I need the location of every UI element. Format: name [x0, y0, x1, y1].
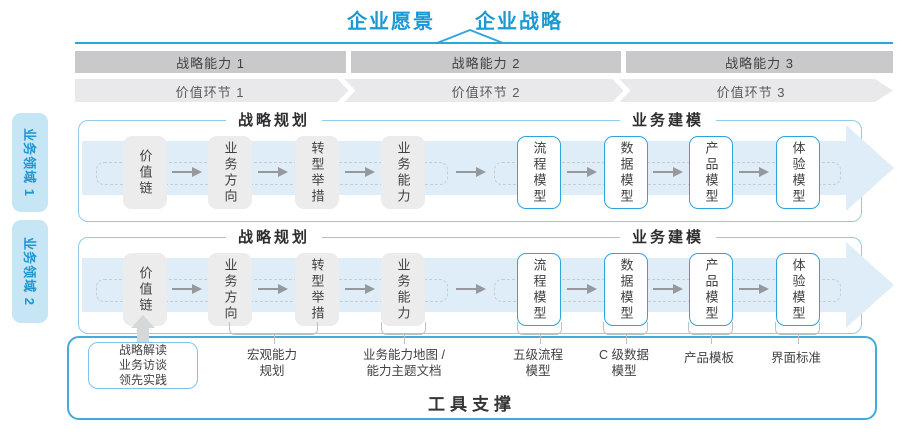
flow-arrow-icon [345, 167, 375, 177]
node-product-model: 产品模型 [689, 253, 733, 326]
node-transformation-initiatives: 转型举措 [295, 136, 339, 209]
flow-arrow-icon [567, 284, 597, 294]
brace-caret-icon [436, 29, 504, 44]
node-label: 价值链 [137, 265, 153, 314]
flow-arrow-icon [456, 284, 486, 294]
vision-brace-line [75, 29, 893, 44]
node-label: 价值链 [137, 148, 153, 197]
node-label: 业务方向 [222, 140, 238, 205]
node-business-direction: 业务方向 [208, 136, 252, 209]
flow-arrow-icon [345, 284, 375, 294]
flow-arrow-icon [653, 167, 683, 177]
capability-segment-2: 战略能力 2 [351, 51, 621, 73]
node-label: 流程模型 [531, 257, 547, 322]
label-ui-standard: 界面标准 [770, 351, 821, 365]
label-macro-capability-planning: 宏观能力 规划 [246, 348, 297, 379]
bracket-icon [229, 322, 318, 344]
value-segment-1: 价值环节 1 [175, 84, 245, 100]
node-label: 数据模型 [618, 140, 634, 205]
node-label: 体验模型 [790, 257, 806, 322]
node-experience-model: 体验模型 [776, 136, 820, 209]
tool-support-title: 工具支撑 [428, 395, 516, 414]
value-segment-3: 价值环节 3 [716, 84, 786, 100]
domain-tab-2-label: 业务领域 2 [21, 237, 37, 306]
bracket-icon [603, 322, 648, 344]
bracket-icon [381, 322, 426, 344]
chevron-divider-icon [612, 79, 631, 102]
planning-dashed-lane [96, 162, 448, 185]
node-value-chain: 价值链 [123, 253, 167, 326]
node-data-model: 数据模型 [604, 253, 648, 326]
node-label: 产品模型 [703, 140, 719, 205]
node-experience-model: 体验模型 [776, 253, 820, 326]
modeling-dashed-lane [494, 279, 841, 302]
bracket-icon [775, 322, 820, 344]
section-title-strategic-planning: 战略规划 [225, 110, 323, 132]
node-business-direction: 业务方向 [208, 253, 252, 326]
flow-arrow-icon [258, 284, 288, 294]
domain-2-flow-row: 价值链 业务方向 转型举措 业务能力 流程模型 数据模型 产品模型 体验模型 战… [78, 227, 894, 334]
node-product-model: 产品模型 [689, 136, 733, 209]
domain-tab-2: 业务领域 2 [12, 220, 48, 323]
flow-arrow-icon [567, 167, 597, 177]
node-label: 转型举措 [309, 140, 325, 205]
domain-tab-1: 业务领域 1 [12, 113, 48, 212]
node-transformation-initiatives: 转型举措 [295, 253, 339, 326]
flow-arrow-icon [739, 284, 769, 294]
label-product-template: 产品模板 [683, 351, 734, 365]
up-arrow-shaft [137, 327, 149, 344]
node-label: 业务方向 [222, 257, 238, 322]
node-label: 体验模型 [790, 140, 806, 205]
node-label: 数据模型 [618, 257, 634, 322]
modeling-dashed-lane [494, 162, 841, 185]
node-label: 业务能力 [395, 257, 411, 322]
chevron-divider-icon [337, 79, 356, 102]
up-arrow-icon [131, 315, 155, 328]
strategy-title: 企业战略 [475, 11, 563, 33]
flow-arrow-icon [172, 284, 202, 294]
node-value-chain: 价值链 [123, 136, 167, 209]
flow-arrow-icon [456, 167, 486, 177]
node-data-model: 数据模型 [604, 136, 648, 209]
value-segment-2: 价值环节 2 [451, 84, 521, 100]
node-business-capability: 业务能力 [381, 136, 425, 209]
interview-practices-box: 战略解读 业务访谈 领先实践 [88, 342, 198, 389]
flow-arrow-icon [739, 167, 769, 177]
domain-1-flow-row: 价值链 业务方向 转型举措 业务能力 流程模型 数据模型 产品模型 体验模型 战… [78, 110, 894, 222]
value-chain-bar [75, 79, 893, 102]
label-capability-map-docs: 业务能力地图 / 能力主题文档 [363, 348, 445, 379]
flow-band-arrowhead-icon [846, 242, 894, 328]
flow-band-arrowhead-icon [846, 125, 894, 211]
node-label: 产品模型 [703, 257, 719, 322]
flow-arrow-icon [653, 284, 683, 294]
capability-segment-1: 战略能力 1 [75, 51, 346, 73]
node-label: 业务能力 [395, 140, 411, 205]
node-process-model: 流程模型 [517, 136, 561, 209]
page-title: 企业愿景 企业战略 [0, 5, 910, 34]
node-label: 流程模型 [531, 140, 547, 205]
section-title-business-modeling: 业务建模 [619, 110, 717, 132]
section-title-business-modeling: 业务建模 [619, 227, 717, 249]
planning-dashed-lane [96, 279, 448, 302]
label-l5-process-model: 五级流程 模型 [512, 348, 563, 379]
section-title-strategic-planning: 战略规划 [225, 227, 323, 249]
bracket-icon [688, 322, 733, 344]
node-process-model: 流程模型 [517, 253, 561, 326]
flow-arrow-icon [172, 167, 202, 177]
vision-title: 企业愿景 [347, 11, 435, 33]
bracket-icon [517, 322, 562, 344]
label-c-level-data-model: C 级数据 模型 [598, 348, 649, 379]
capability-segment-3: 战略能力 3 [626, 51, 893, 73]
node-business-capability: 业务能力 [381, 253, 425, 326]
flow-arrow-icon [258, 167, 288, 177]
domain-tab-1-label: 业务领域 1 [21, 128, 37, 197]
node-label: 转型举措 [309, 257, 325, 322]
tool-support-container [67, 336, 877, 420]
